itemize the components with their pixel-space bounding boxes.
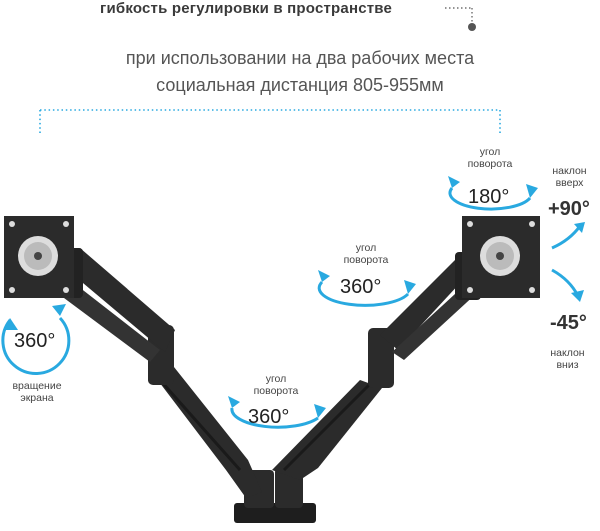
rotation-arrow-icon xyxy=(1,304,71,375)
rotation-arrow-icon xyxy=(448,176,538,211)
top-swivel-label: угол поворота xyxy=(459,146,521,170)
rotation-arrow-icon xyxy=(228,396,326,429)
rotation-arrow-icon xyxy=(317,270,416,307)
label-line: вверх xyxy=(555,177,584,189)
headline: гибкость регулировки в пространстве xyxy=(100,0,393,17)
label-line: поворота xyxy=(253,385,299,397)
tilt-down-value: -45° xyxy=(550,312,587,334)
label-line: угол xyxy=(355,242,377,254)
tilt-up-label: наклон вверх xyxy=(542,165,597,189)
label-line: экрана xyxy=(20,392,54,404)
tilt-down-label: наклон вниз xyxy=(540,347,595,371)
label-line: поворота xyxy=(343,254,389,266)
label-line: поворота xyxy=(467,158,513,170)
label-line: наклон xyxy=(550,347,585,359)
right-vesa-plate xyxy=(462,216,540,298)
mid-swivel-label: угол поворота xyxy=(336,242,396,266)
mid-swivel-value: 360° xyxy=(340,276,382,298)
label-line: вращение xyxy=(12,380,62,392)
header-pointer xyxy=(445,7,476,31)
subtitle-line1: при использовании на два рабочих места xyxy=(125,48,475,68)
tilt-arrow-icon xyxy=(551,268,584,302)
distance-bracket xyxy=(39,109,501,135)
left-rotation-value: 360° xyxy=(14,330,56,352)
tilt-arrow-icon xyxy=(551,222,585,250)
left-vesa-plate xyxy=(4,216,74,298)
label-line: вниз xyxy=(556,359,579,371)
center-swivel-label: угол поворота xyxy=(246,373,306,397)
label-line: угол xyxy=(479,146,501,158)
subtitle-line2: социальная дистанция 805-955мм xyxy=(156,75,444,95)
left-rotation-label: вращение экрана xyxy=(2,380,72,404)
label-line: наклон xyxy=(552,165,587,177)
top-swivel-value: 180° xyxy=(468,186,510,208)
label-line: угол xyxy=(265,373,287,385)
center-swivel-value: 360° xyxy=(248,406,290,428)
tilt-up-value: +90° xyxy=(548,198,590,220)
